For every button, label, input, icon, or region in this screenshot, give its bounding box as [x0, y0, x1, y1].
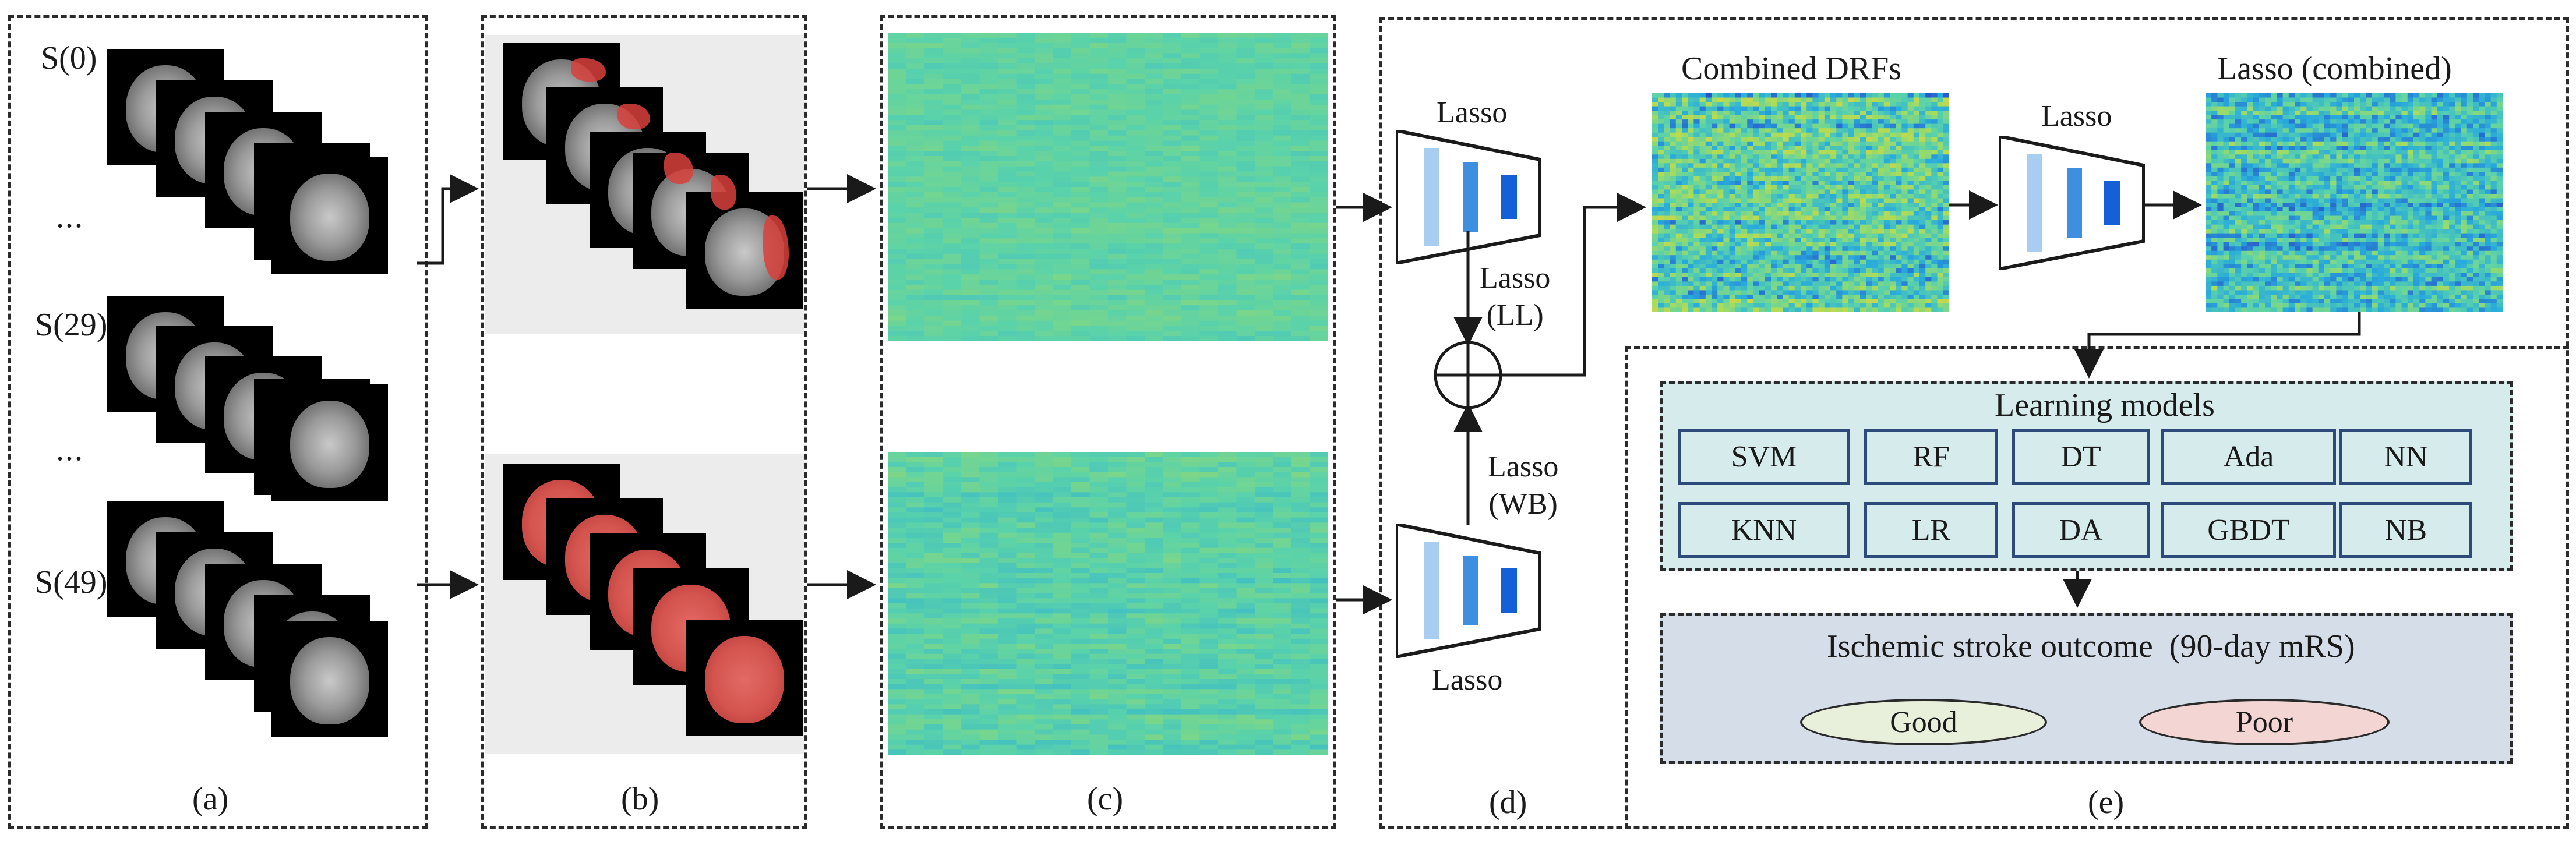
model-svm: SVM: [1678, 429, 1850, 485]
model-gbdt: GBDT: [2161, 502, 2336, 558]
lasso-funnel-bottom: [1396, 524, 1541, 658]
model-nb: NB: [2339, 502, 2472, 558]
lesion-overlay: [571, 58, 606, 82]
model-lr: LR: [1864, 502, 1998, 558]
panel-e-label: (e): [2088, 784, 2125, 821]
learning-models-title: Learning models: [1995, 387, 2215, 423]
model-dt: DT: [2012, 429, 2150, 485]
panel-d-outer: [1379, 17, 2569, 829]
panel-a-label: (a): [192, 781, 229, 817]
panel-b: [481, 15, 807, 829]
lasso-ll-text: Lasso (LL): [1480, 261, 1551, 332]
lesion-overlay: [664, 153, 693, 184]
ellipsis-1: ...: [56, 199, 84, 235]
mri-slice: [271, 621, 388, 737]
panel-b-label: (b): [621, 781, 659, 817]
series-label-s0: S(0): [41, 40, 97, 76]
combined-drfs-title: Combined DRFs: [1681, 51, 1902, 87]
panel-c-label: (c): [1087, 781, 1124, 817]
whole-brain-mask-slice: [686, 620, 803, 736]
model-ada: Ada: [2161, 429, 2336, 485]
model-da: DA: [2012, 502, 2150, 558]
outcome-box: [1660, 613, 2513, 764]
lasso-label-mid: Lasso: [2041, 100, 2112, 133]
model-nn: NN: [2339, 429, 2472, 485]
outcome-poor: Poor: [2139, 699, 2390, 745]
feature-heatmap-whole-brain: [888, 452, 1328, 755]
feature-heatmap-lesion: [888, 33, 1328, 341]
panel-c: [880, 15, 1336, 829]
outcome-good: Good: [1800, 699, 2047, 745]
panel-e: [1625, 346, 2569, 829]
outcome-title: Ischemic stroke outcome (90-day mRS): [1827, 628, 2355, 664]
lasso-label-bottom: Lasso: [1432, 663, 1503, 696]
combined-drfs-heatmap: [1652, 93, 1949, 312]
ellipsis-2: ...: [56, 432, 84, 468]
lasso-combined-title: Lasso (combined): [2217, 51, 2452, 87]
model-rf: RF: [1864, 429, 1998, 485]
series-label-s49: S(49): [35, 564, 108, 600]
lasso-funnel-top: [1396, 130, 1541, 264]
model-knn: KNN: [1678, 502, 1850, 558]
lasso-funnel-combined: [1999, 136, 2145, 270]
mri-slice: [271, 157, 388, 274]
lasso-wb-text: Lasso (WB): [1488, 450, 1559, 521]
mri-slice: [271, 384, 388, 501]
lasso-combined-heatmap: [2206, 93, 2503, 312]
lasso-label-top: Lasso: [1437, 96, 1508, 129]
series-label-s29: S(29): [35, 307, 108, 343]
panel-a: [8, 15, 428, 829]
lesion-overlay: [617, 104, 650, 129]
panel-d-label: (d): [1489, 784, 1527, 821]
